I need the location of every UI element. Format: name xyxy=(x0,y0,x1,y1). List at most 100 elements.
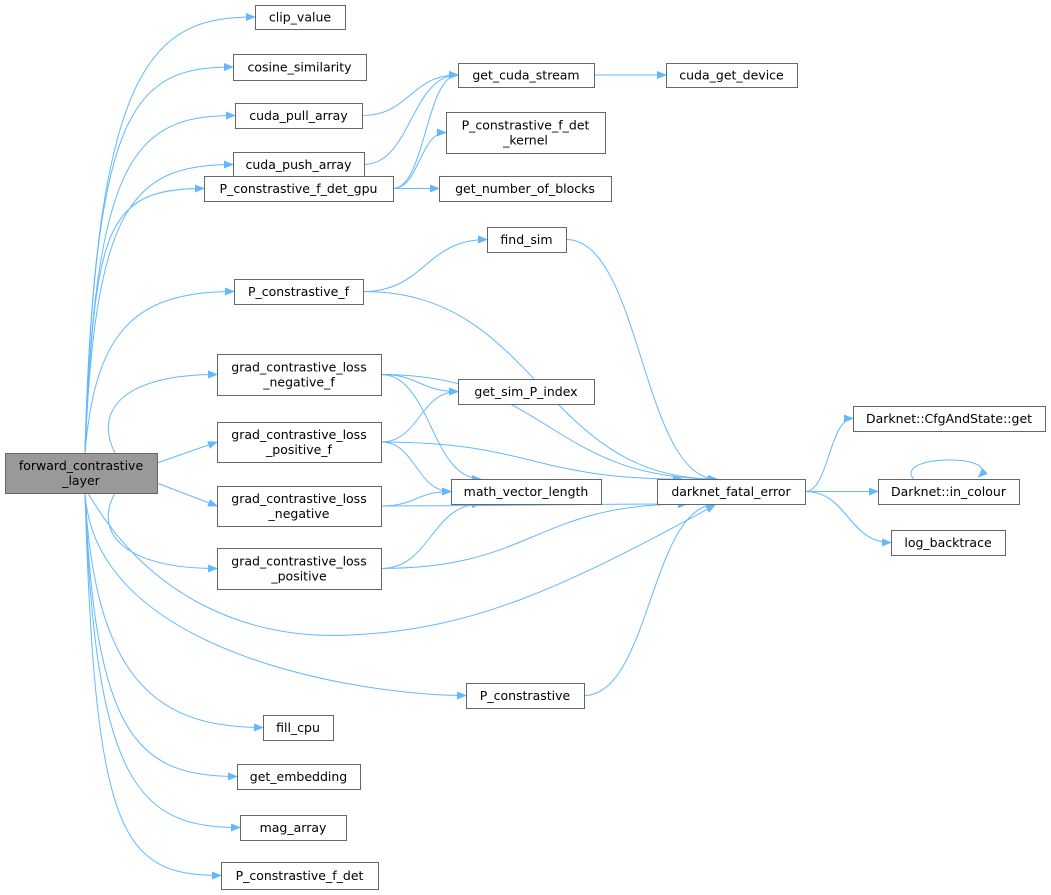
node-box xyxy=(255,5,346,30)
call-edge xyxy=(363,71,459,165)
call-edge xyxy=(380,500,688,569)
node-box xyxy=(466,683,585,709)
call-edge xyxy=(84,492,238,781)
node-box xyxy=(853,406,1046,432)
node-cosine-similarity[interactable]: cosine_similarity xyxy=(233,54,367,81)
call-edge xyxy=(380,374,482,483)
call-edge xyxy=(362,235,488,292)
call-edge xyxy=(84,492,264,732)
node-forward[interactable]: forward_contrastive_layer xyxy=(5,453,158,494)
call-edge xyxy=(804,491,892,547)
node-label: grad_contrastive_loss xyxy=(231,427,366,442)
node-label: cosine_similarity xyxy=(247,60,352,75)
node-gcl-pos[interactable]: grad_contrastive_loss_positive xyxy=(217,548,382,590)
node-P-f[interactable]: P_constrastive_f xyxy=(234,279,364,305)
call-edge xyxy=(84,111,236,454)
node-label: cuda_pull_array xyxy=(249,108,348,123)
call-edge xyxy=(380,387,459,443)
call-edge xyxy=(84,184,205,454)
call-edge xyxy=(84,160,234,454)
node-cuda-get-device[interactable]: cuda_get_device xyxy=(666,63,798,88)
node-box xyxy=(5,453,158,494)
node-label: grad_contrastive_loss xyxy=(231,360,366,375)
node-box xyxy=(234,279,364,305)
node-label: Darknet::CfgAndState::get xyxy=(866,411,1032,426)
node-find-sim[interactable]: find_sim xyxy=(487,227,567,253)
call-edge xyxy=(156,441,218,464)
node-box xyxy=(657,479,806,505)
node-label: _negative_f xyxy=(262,375,335,390)
node-label: P_constrastive_f_det xyxy=(462,118,590,133)
call-edge xyxy=(380,500,482,569)
node-P-det-kernel[interactable]: P_constrastive_f_det_kernel xyxy=(446,112,606,154)
node-cfg-get[interactable]: Darknet::CfgAndState::get xyxy=(853,406,1046,432)
call-edge xyxy=(84,287,235,454)
node-label: P_constrastive_f_det xyxy=(236,868,364,883)
node-P-constrastive[interactable]: P_constrastive xyxy=(466,683,585,709)
node-box xyxy=(237,764,361,790)
node-label: log_backtrace xyxy=(904,535,992,550)
node-label: P_constrastive_f xyxy=(248,284,350,299)
node-get-embedding[interactable]: get_embedding xyxy=(237,764,361,790)
node-log-backtrace[interactable]: log_backtrace xyxy=(891,530,1006,556)
call-edge xyxy=(392,128,447,189)
node-box xyxy=(458,379,595,405)
node-box xyxy=(446,112,606,154)
call-edge xyxy=(380,374,718,483)
call-edge xyxy=(84,492,467,700)
call-edge xyxy=(583,500,718,696)
node-box xyxy=(221,862,379,890)
node-label: _layer xyxy=(61,473,100,488)
node-get-sim-P-index[interactable]: get_sim_P_index xyxy=(458,379,595,405)
node-clip-value[interactable]: clip_value xyxy=(255,5,346,30)
node-mag-array[interactable]: mag_array xyxy=(240,815,347,841)
node-in-colour[interactable]: Darknet::in_colour xyxy=(878,479,1020,505)
call-edge xyxy=(87,492,716,636)
node-box xyxy=(233,54,367,81)
node-label: grad_contrastive_loss xyxy=(231,491,366,506)
node-label: _positive xyxy=(270,569,327,584)
node-gcl-neg[interactable]: grad_contrastive_loss_negative xyxy=(217,486,382,527)
node-fill-cpu[interactable]: fill_cpu xyxy=(263,715,334,741)
node-cuda-pull-array[interactable]: cuda_pull_array xyxy=(235,103,363,129)
node-P-det-gpu[interactable]: P_constrastive_f_det_gpu xyxy=(204,176,394,202)
call-edge xyxy=(380,441,683,483)
node-label: forward_contrastive xyxy=(19,458,144,473)
node-box xyxy=(878,479,1020,505)
node-box xyxy=(240,815,347,841)
node-get-number-of-blocks[interactable]: get_number_of_blocks xyxy=(439,176,612,202)
node-cuda-push-array[interactable]: cuda_push_array xyxy=(233,152,365,178)
node-box xyxy=(451,479,602,505)
call-edge xyxy=(804,414,854,492)
node-box xyxy=(458,63,595,88)
call-edge xyxy=(107,492,218,573)
node-P-det[interactable]: P_constrastive_f_det xyxy=(221,862,379,890)
node-label: get_embedding xyxy=(250,769,347,784)
node-label: darknet_fatal_error xyxy=(671,484,791,499)
call-edge xyxy=(361,71,459,116)
node-gcl-neg-f[interactable]: grad_contrastive_loss_negative_f xyxy=(217,354,382,396)
node-get-cuda-stream[interactable]: get_cuda_stream xyxy=(458,63,595,88)
node-label: grad_contrastive_loss xyxy=(231,554,366,569)
call-edge xyxy=(392,71,459,189)
node-darknet-fatal-error[interactable]: darknet_fatal_error xyxy=(657,479,806,505)
node-box xyxy=(235,103,363,129)
call-edge xyxy=(84,492,222,880)
call-edge xyxy=(84,63,234,454)
node-gcl-pos-f[interactable]: grad_contrastive_loss_positive_f xyxy=(217,422,382,463)
node-label: cuda_push_array xyxy=(246,157,353,172)
node-label: P_constrastive xyxy=(480,688,571,703)
node-box xyxy=(217,422,382,463)
node-box xyxy=(666,63,798,88)
node-label: Darknet::in_colour xyxy=(891,484,1007,499)
node-box xyxy=(217,354,382,396)
node-math-vector-length[interactable]: math_vector_length xyxy=(451,479,602,505)
node-box xyxy=(217,548,382,590)
call-edge xyxy=(380,487,452,507)
node-label: get_number_of_blocks xyxy=(455,181,595,196)
node-box xyxy=(487,227,567,253)
call-edge xyxy=(565,239,718,483)
node-label: _negative xyxy=(268,506,330,521)
call-edge xyxy=(380,441,452,496)
